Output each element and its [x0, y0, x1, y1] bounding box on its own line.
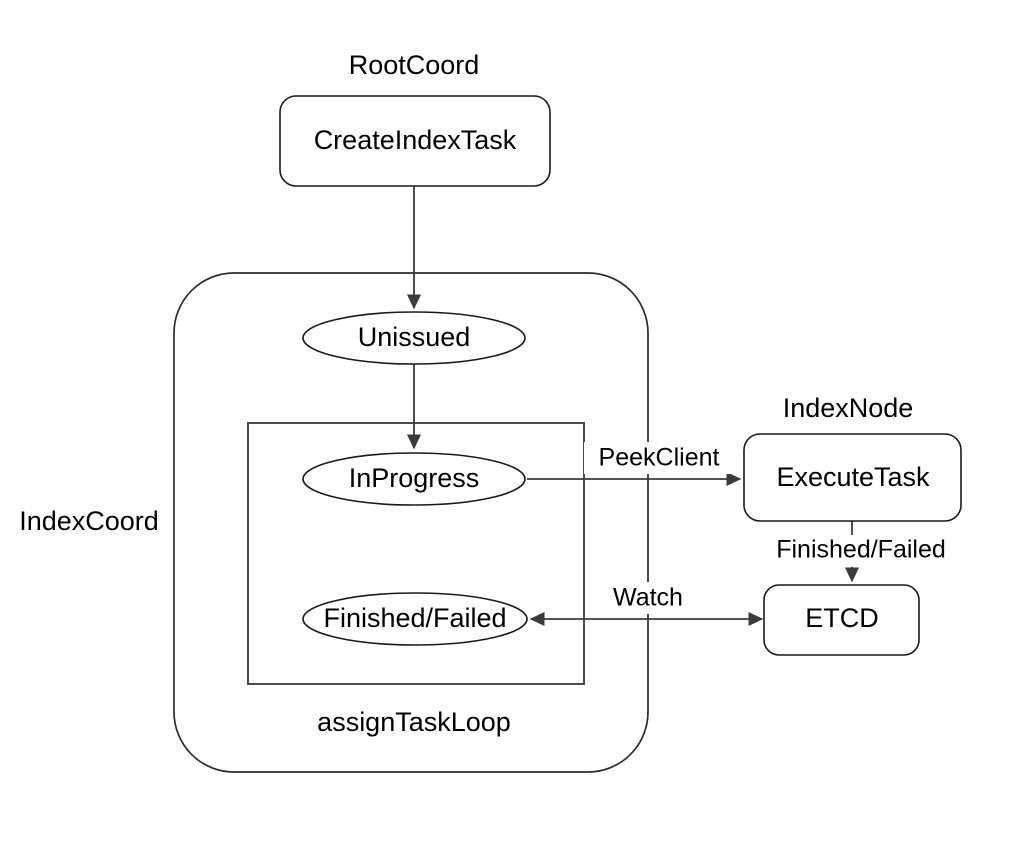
indexnode-label: IndexNode [783, 393, 914, 423]
watch-label-backdrop [601, 582, 697, 614]
indexcoord-boundary [173, 272, 649, 773]
node-etcd[interactable]: ETCD [763, 584, 920, 656]
edge-inprogress-to-executetask: PeekClient [527, 442, 742, 487]
node-executetask[interactable]: ExecuteTask [743, 433, 962, 522]
node-finished-failed-state[interactable]: Finished/Failed [302, 592, 528, 646]
edge-executetask-to-etcd: Finished/Failed [758, 521, 964, 583]
node-unissued[interactable]: Unissued [302, 311, 526, 365]
node-createindextask[interactable]: CreateIndexTask [279, 95, 551, 187]
executetask-label: ExecuteTask [776, 462, 930, 492]
etcd-label: ETCD [805, 603, 879, 633]
assigntaskloop-boundary [247, 422, 585, 685]
indexcoord-label: IndexCoord [19, 506, 159, 536]
edge-label-watch: Watch [613, 584, 683, 612]
unissued-label: Unissued [358, 322, 471, 352]
container-indexcoord[interactable]: IndexCoord [19, 272, 649, 773]
finished-failed-state-label: Finished/Failed [323, 603, 506, 633]
assigntaskloop-label: assignTaskLoop [317, 707, 511, 737]
createindextask-box [279, 95, 551, 187]
edge-label-finished-failed: Finished/Failed [776, 536, 946, 564]
container-assigntaskloop[interactable]: assignTaskLoop [247, 422, 585, 737]
executetask-box [743, 433, 962, 522]
peekclient-label-backdrop [584, 442, 736, 474]
finished-failed-ellipse [302, 592, 528, 646]
unissued-ellipse [302, 311, 526, 365]
createindextask-label: CreateIndexTask [314, 125, 517, 155]
inprogress-label: InProgress [349, 463, 480, 493]
edge-label-peekclient: PeekClient [599, 444, 720, 472]
inprogress-ellipse [302, 452, 526, 506]
edge-etcd-to-finished: Watch [529, 582, 764, 627]
rootcoord-label: RootCoord [349, 50, 480, 80]
node-inprogress[interactable]: InProgress [302, 452, 526, 506]
etcd-box [763, 584, 920, 656]
finished-failed-label-backdrop [758, 535, 964, 567]
